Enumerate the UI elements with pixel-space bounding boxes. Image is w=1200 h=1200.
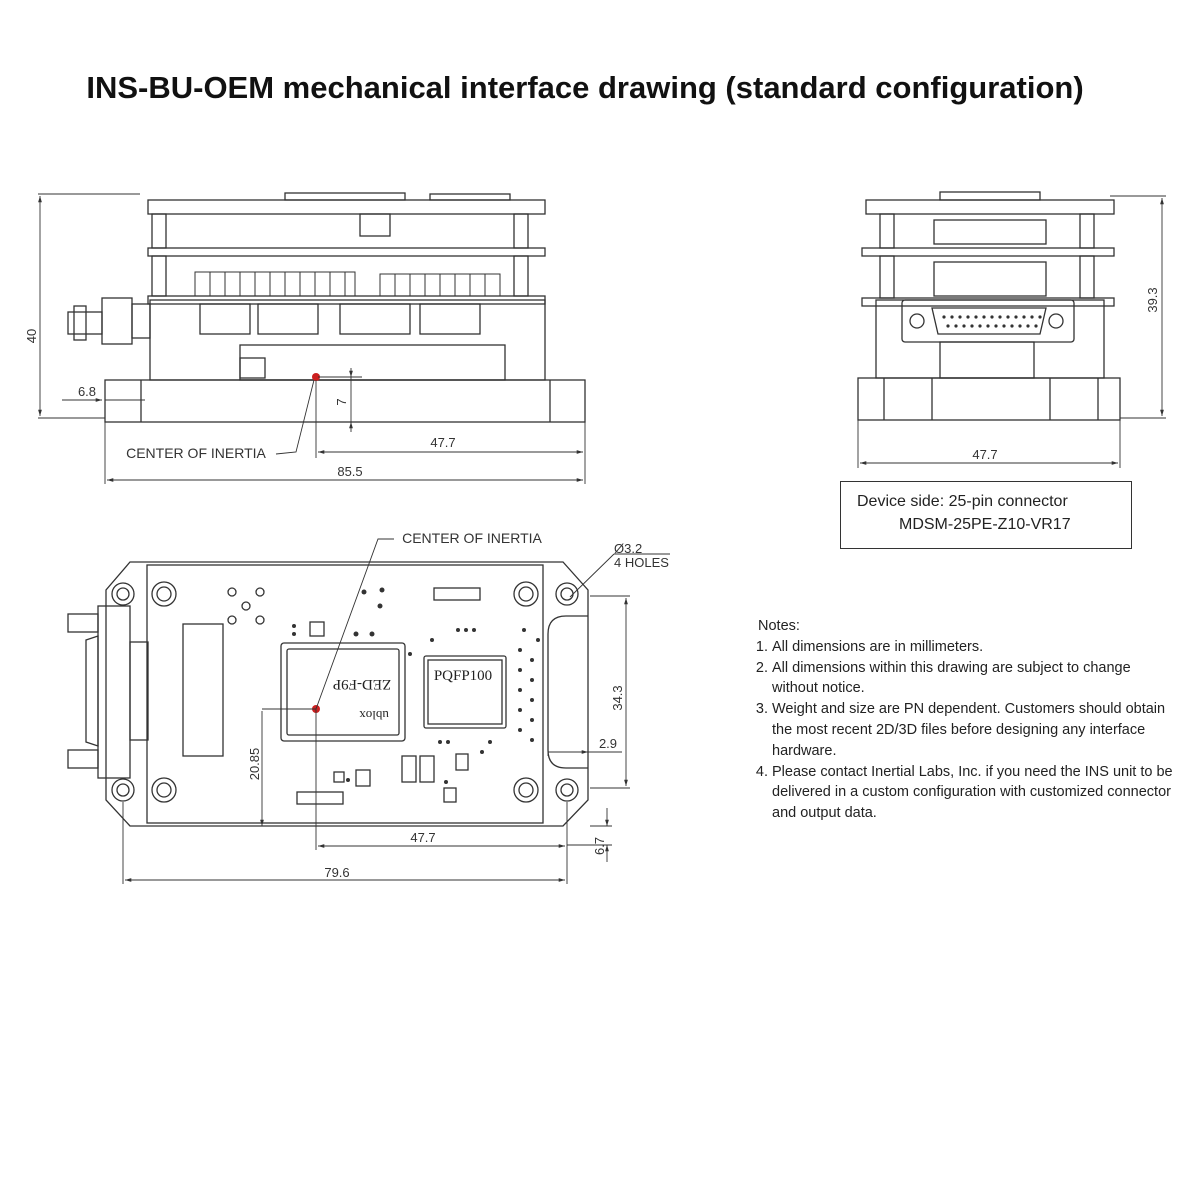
side-dim-connector: 6.8 <box>78 384 96 399</box>
top-center-label: CENTER OF INERTIA <box>402 530 542 546</box>
front-dim-width: 47.7 <box>972 447 997 462</box>
hole-dim-label: Ø3.2 <box>614 541 642 556</box>
front-view-labels: 39.3 47.7 <box>972 287 1160 462</box>
note-item: All dimensions are in millimeters. <box>772 637 1178 658</box>
front-dim-height: 39.3 <box>1145 287 1160 312</box>
side-dim-inertia-height: 7 <box>334 398 349 405</box>
side-pcb-middle <box>147 247 546 257</box>
top-gnss-module <box>280 642 406 742</box>
front-base-plate <box>857 377 1121 421</box>
top-dim-length: 79.6 <box>324 865 349 880</box>
connector-info-line2: MDSM-25PE-Z10-VR17 <box>899 516 1071 533</box>
front-dsub-connector <box>901 299 1075 379</box>
top-small-dots <box>292 587 540 784</box>
side-view <box>67 192 586 423</box>
front-view <box>857 191 1121 421</box>
note-item: Please contact Inertial Labs, Inc. if yo… <box>772 762 1178 824</box>
note-item: All dimensions within this drawing are s… <box>772 658 1178 700</box>
hole-count-label: 4 HOLES <box>614 555 669 570</box>
top-view <box>67 561 589 827</box>
top-chip-labels: PQFP100 ZED-F9P ublox <box>333 668 492 723</box>
page-title: INS-BU-OEM mechanical interface drawing … <box>86 70 1084 105</box>
side-dim-length: 85.5 <box>337 464 362 479</box>
top-dim-edge: 6.7 <box>592 837 607 855</box>
top-mounting-holes <box>111 581 579 803</box>
side-heatsink <box>194 271 501 297</box>
top-qfp-chip <box>423 655 507 729</box>
top-dsub-connector <box>67 605 149 779</box>
top-dim-inertia-y: 20.85 <box>247 748 262 781</box>
side-view-labels: 40 6.8 7 47.7 85.5 CENTER OF INERTIA <box>24 329 456 479</box>
qfp-chip-label: PQFP100 <box>434 668 492 684</box>
side-housing <box>149 299 546 381</box>
top-view-dimensions <box>122 538 670 884</box>
side-db-connector <box>67 297 151 345</box>
side-dim-inertia-x: 47.7 <box>430 435 455 450</box>
note-item: Weight and size are PN dependent. Custom… <box>772 699 1178 761</box>
connector-info-line1: Device side: 25-pin connector <box>857 493 1068 510</box>
top-outline <box>105 561 589 827</box>
side-pcb-top <box>147 199 546 215</box>
gnss-brand-label: ublox <box>359 708 389 723</box>
top-dim-offset: 2.9 <box>599 736 617 751</box>
gnss-module-label: ZED-F9P <box>333 676 391 692</box>
connector-info-box: Device side: 25-pin connector MDSM-25PE-… <box>840 481 1132 549</box>
side-dim-height: 40 <box>24 329 39 343</box>
notes-section: Notes: All dimensions are in millimeters… <box>758 616 1178 824</box>
top-dim-inertia-x: 47.7 <box>410 830 435 845</box>
side-center-mark <box>312 373 320 381</box>
side-view-dimensions <box>38 193 586 484</box>
top-dim-width-right: 34.3 <box>610 685 625 710</box>
front-view-dimensions <box>857 195 1166 468</box>
top-pcb <box>146 564 544 824</box>
top-view-labels: CENTER OF INERTIA Ø3.2 4 HOLES 34.3 2.9 … <box>247 530 669 880</box>
front-dsub-pins <box>942 315 1042 328</box>
side-center-label: CENTER OF INERTIA <box>126 445 266 461</box>
notes-heading: Notes: <box>758 618 800 634</box>
notes-list: All dimensions are in millimeters. All d… <box>758 637 1178 824</box>
